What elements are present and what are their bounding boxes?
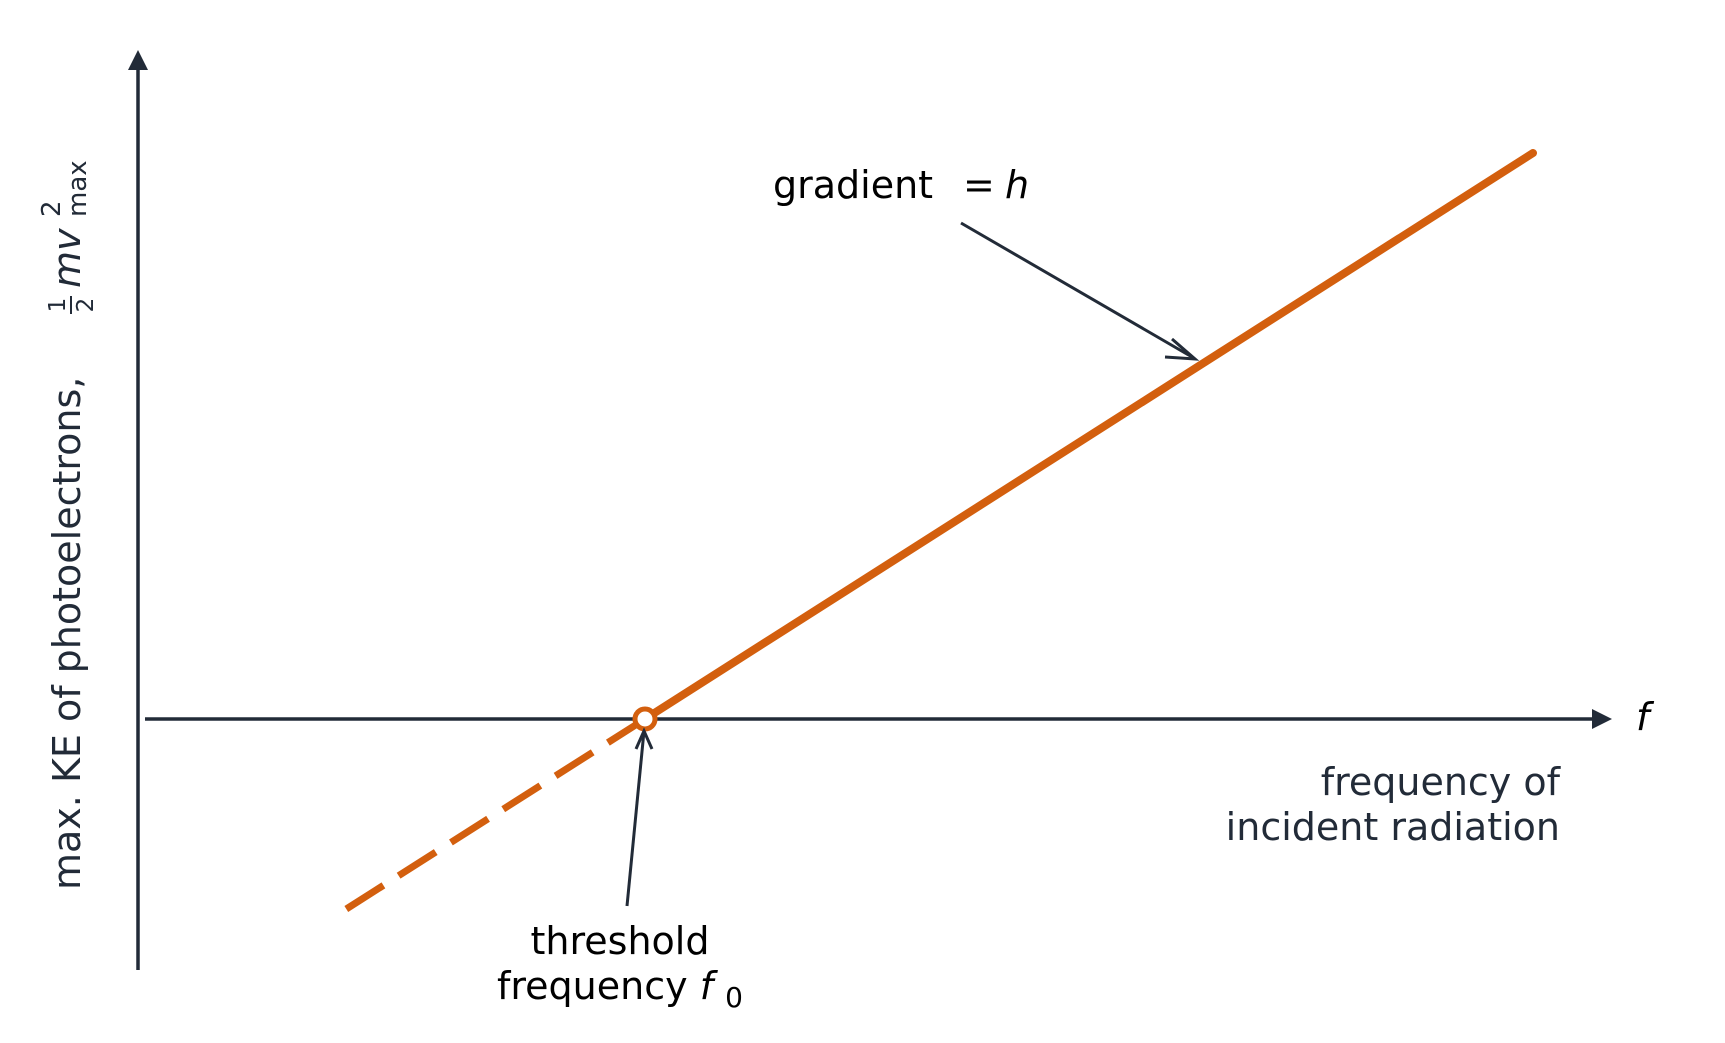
threshold-label-line2: frequency f 0 (497, 964, 743, 1014)
threshold-label-line1: threshold (531, 919, 710, 963)
x-axis-label-line1: frequency of (1321, 760, 1562, 804)
threshold-arrowhead (634, 727, 654, 750)
extrapolation-line (338, 716, 647, 916)
gradient-arrow (960, 221, 1193, 359)
y-axis-label-frac-den: 2 (73, 298, 99, 313)
y-axis-label-frac-num: 1 (45, 298, 71, 313)
gradient-label-equals: = (963, 163, 995, 207)
threshold-arrow (625, 730, 646, 907)
x-axis-symbol: f (1636, 695, 1655, 739)
gradient-label-symbol: h (1005, 163, 1029, 207)
x-axis-arrowhead (1592, 709, 1612, 729)
y-axis-label-subscript: max (63, 160, 93, 217)
threshold-label-text: frequency (497, 964, 700, 1008)
x-axis-label-line2: incident radiation (1226, 805, 1560, 849)
y-axis-label-expr: mv (45, 228, 89, 288)
gradient-arrowhead (1164, 337, 1200, 361)
y-axis-label-text: max. KE of photoelectrons, (45, 377, 89, 890)
gradient-label: gradient = h (773, 163, 1029, 207)
y-axis-label: max. KE of photoelectrons, 1 2 mv 2 max (37, 160, 99, 890)
threshold-point (632, 706, 658, 732)
y-axis-arrowhead (128, 50, 148, 70)
y-axis-label-exponent: 2 (37, 200, 67, 217)
threshold-label-subscript: 0 (725, 981, 743, 1014)
graph-line (641, 149, 1537, 723)
threshold-label-symbol: f (700, 964, 719, 1008)
gradient-label-text: gradient (773, 163, 933, 207)
